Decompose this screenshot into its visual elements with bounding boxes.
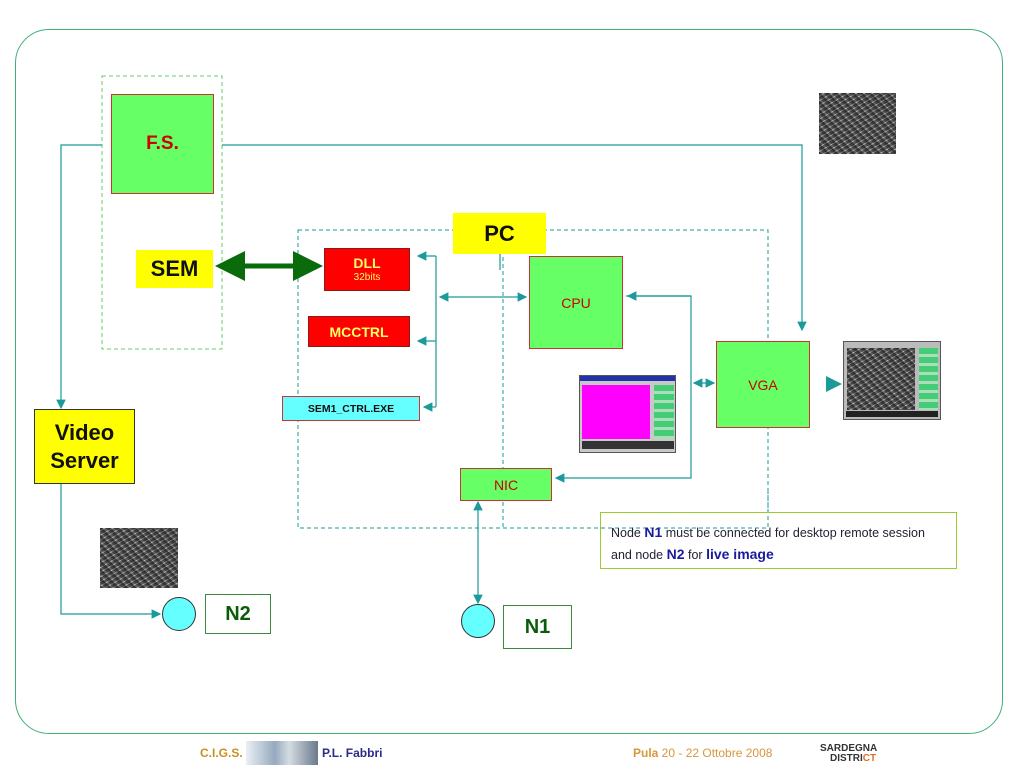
- footer-city: Pula: [633, 746, 659, 760]
- footer-author: P.L. Fabbri: [322, 746, 382, 760]
- sem-label: SEM: [150, 256, 199, 281]
- footer-org-text: C.I.G.S.: [200, 746, 243, 760]
- note-live: live image: [706, 546, 774, 563]
- dll-sublabel: 32bits: [353, 271, 381, 283]
- monitor-statusbar: [582, 441, 674, 449]
- monitor-thumbnail: [579, 375, 676, 453]
- cpu-block: CPU: [529, 256, 623, 349]
- live-screen-side-panel: [919, 348, 938, 410]
- wire-fs-vga: [222, 144, 807, 332]
- pc-label: PC: [484, 220, 515, 246]
- node-n1-label: N1: [503, 605, 572, 649]
- logo-line2: DISTRICT: [820, 754, 877, 764]
- logo-line2-main: DISTRI: [830, 753, 863, 764]
- note-part1: Node: [611, 526, 645, 540]
- monitor-magenta-panel: [582, 385, 650, 439]
- footer-logo-strip: [246, 741, 318, 765]
- node-n1-text: N1: [524, 615, 551, 638]
- monitor-side-panel: [654, 385, 674, 439]
- sem1-ctrl-block: SEM1_CTRL.EXE: [282, 396, 420, 421]
- live-screen-thumbnail: [843, 341, 941, 420]
- dll-block: DLL 32bits: [324, 248, 410, 291]
- note-part3: for: [684, 548, 707, 563]
- video-server-line1: Video: [54, 420, 115, 445]
- wire-fs-video: [56, 144, 102, 410]
- cpu-label: CPU: [561, 294, 591, 311]
- sem-image-bottom-left: [100, 528, 178, 588]
- nic-label: NIC: [493, 476, 519, 493]
- monitor-titlebar: [580, 376, 675, 381]
- sardegna-district-logo: SARDEGNA DISTRICT: [820, 744, 877, 764]
- connection-note: Node N1 must be connected for desktop re…: [600, 512, 957, 569]
- node-n2-label: N2: [205, 594, 271, 634]
- pc-block: PC: [453, 213, 546, 254]
- video-server-line2: Server: [50, 447, 119, 473]
- note-n2: N2: [666, 546, 685, 563]
- note-n1: N1: [644, 524, 663, 540]
- fs-label: F.S.: [146, 133, 179, 154]
- node-n1-circle: [461, 604, 495, 638]
- sem1-ctrl-label: SEM1_CTRL.EXE: [307, 402, 395, 415]
- footer-author-text: P.L. Fabbri: [322, 746, 383, 760]
- nic-block: NIC: [460, 468, 552, 501]
- fs-group-outline: [101, 75, 223, 350]
- node-n2-text: N2: [225, 602, 251, 625]
- video-server-block: Video Server: [34, 409, 135, 484]
- footer-dates: 20 - 22 Ottobre 2008: [658, 746, 773, 760]
- slide-frame: [15, 29, 1003, 734]
- note-part2: must be connected for desktop remote ses…: [611, 526, 925, 563]
- live-screen-statusbar: [846, 411, 938, 417]
- footer-org: C.I.G.S.: [200, 746, 243, 760]
- logo-line1: SARDEGNA: [820, 743, 878, 754]
- mcctrl-block: MCCTRL: [308, 316, 410, 347]
- footer-event: Pula 20 - 22 Ottobre 2008: [633, 746, 772, 760]
- sem-image-top-right: [819, 93, 896, 154]
- sem-block: SEM: [136, 250, 213, 288]
- fs-block: F.S.: [111, 94, 214, 194]
- live-screen-image: [847, 348, 915, 410]
- logo-line2-accent: CT: [862, 753, 877, 764]
- mcctrl-label: MCCTRL: [329, 323, 389, 340]
- wire-video-n2: [60, 484, 162, 619]
- vga-output-arrow: [826, 376, 842, 392]
- dll-label: DLL: [353, 255, 381, 272]
- vga-block: VGA: [716, 341, 810, 428]
- node-n2-circle: [162, 597, 196, 631]
- vga-label: VGA: [748, 376, 778, 393]
